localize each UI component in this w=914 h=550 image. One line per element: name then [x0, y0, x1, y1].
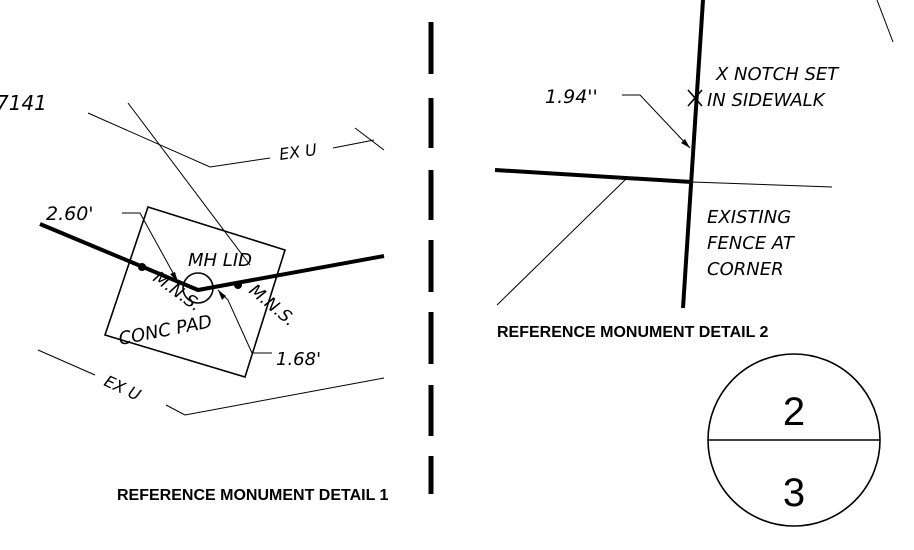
property-line — [691, 181, 833, 188]
dim-left-label: 2.60' — [46, 203, 94, 225]
leader-arrow-right — [218, 290, 226, 300]
fence-line-vertical — [681, 0, 705, 309]
thin-diagonal-line — [127, 102, 251, 266]
leader-dim-left — [122, 212, 179, 283]
leader-arrow-2 — [681, 139, 690, 148]
leader-arrow-left — [170, 272, 178, 282]
thin-line-top-right — [876, 0, 894, 43]
utility-line-top-cross — [354, 127, 385, 151]
detail-1-title: REFERENCE MONUMENT DETAIL 1 — [117, 487, 389, 504]
x-notch-stroke-2 — [687, 89, 703, 107]
concrete-pad-outline — [103, 206, 287, 378]
mh-lid-label: MH LID — [188, 250, 252, 271]
manhole-lid-circle — [182, 272, 214, 304]
boundary-line — [39, 222, 385, 293]
utility-line-top-tail — [332, 139, 375, 149]
notch-label-line-1: X NOTCH SET — [715, 64, 840, 85]
notch-label-line-2: IN SIDEWALK — [707, 90, 826, 111]
sheet-total: 3 — [783, 471, 805, 515]
detail-1: 7141 EX U EX U 2.60' MH LID M.N.S. M.N.S… — [0, 91, 389, 504]
dim-right-label: 1.68' — [276, 349, 321, 370]
utility-line-bottom-left — [37, 349, 96, 376]
sheet-number: 2 — [783, 390, 805, 434]
fence-label-line-3: CORNER — [707, 259, 784, 280]
boundary-point-right — [234, 281, 242, 289]
mns-left-label: M.N.S. — [149, 268, 205, 316]
boundary-point-left — [138, 263, 146, 271]
detail-2: 1.94'' X NOTCH SET IN SIDEWALK EXISTING … — [494, 0, 894, 341]
fence-line-horizontal — [494, 168, 693, 184]
utility-line-bottom — [165, 377, 385, 416]
dim-2-label: 1.94'' — [545, 86, 598, 108]
fence-label-line-2: FENCE AT — [707, 233, 796, 254]
leader-dim-2 — [622, 94, 691, 149]
leader-dim-right — [217, 289, 253, 354]
utility-line-top — [87, 112, 271, 168]
utility-label-bottom: EX U — [101, 371, 144, 404]
fence-label-line-1: EXISTING — [707, 207, 791, 228]
conc-pad-label: CONC PAD — [117, 311, 214, 350]
detail-2-title: REFERENCE MONUMENT DETAIL 2 — [497, 324, 769, 341]
thin-diagonal-line-2 — [496, 177, 628, 306]
utility-label-top: EX U — [278, 140, 318, 164]
sheet-reference-bubble: 2 3 — [707, 353, 881, 527]
partial-label-7141: 7141 — [0, 91, 47, 115]
mns-right-label: M.N.S. — [245, 281, 300, 331]
